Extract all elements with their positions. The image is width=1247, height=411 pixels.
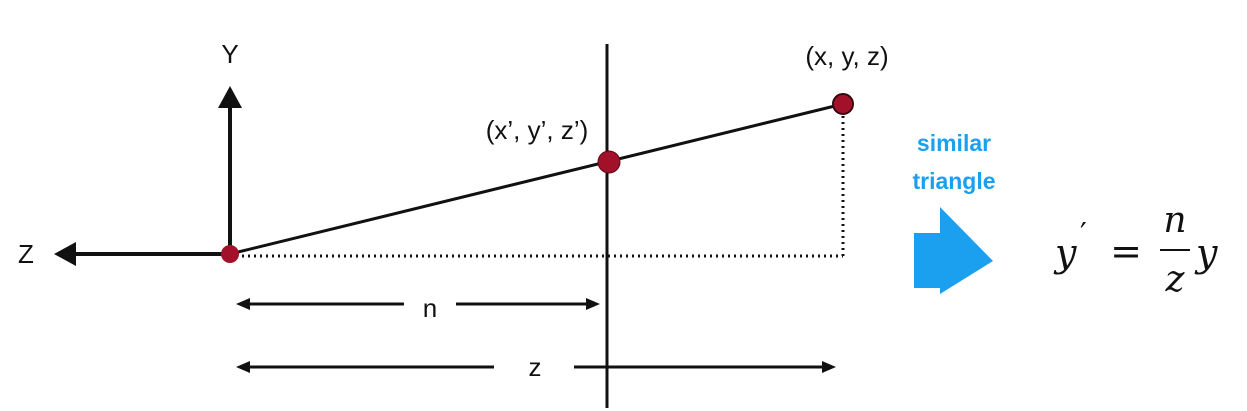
formula-numerator: n [1163, 200, 1186, 241]
projected-point [597, 150, 621, 174]
z-axis-label: Z [18, 239, 34, 269]
triangle-label: triangle [912, 168, 995, 194]
z-axis [54, 242, 230, 266]
near-distance-dimension [236, 298, 600, 310]
formula-lhs: y [1053, 231, 1077, 275]
formula-denominator: z [1165, 259, 1186, 300]
projection-ray [229, 102, 844, 256]
right-arrow-icon [914, 207, 993, 294]
similar-label: similar [917, 130, 991, 156]
near-distance-label: n [423, 293, 437, 323]
original-point [832, 93, 854, 115]
y-axis-label: Y [221, 39, 238, 69]
projected-point-label: (x’, y’, z’) [486, 115, 589, 145]
depth-distance-label: z [529, 352, 542, 382]
formula: y ′ = n z y [1053, 200, 1218, 300]
formula-rhs: y [1194, 231, 1218, 275]
depth-distance-dimension [236, 361, 836, 373]
origin-point [221, 245, 239, 263]
original-point-label: (x, y, z) [805, 41, 888, 71]
formula-equals: = [1110, 229, 1142, 273]
y-axis [218, 86, 242, 254]
formula-prime: ′ [1080, 217, 1087, 252]
